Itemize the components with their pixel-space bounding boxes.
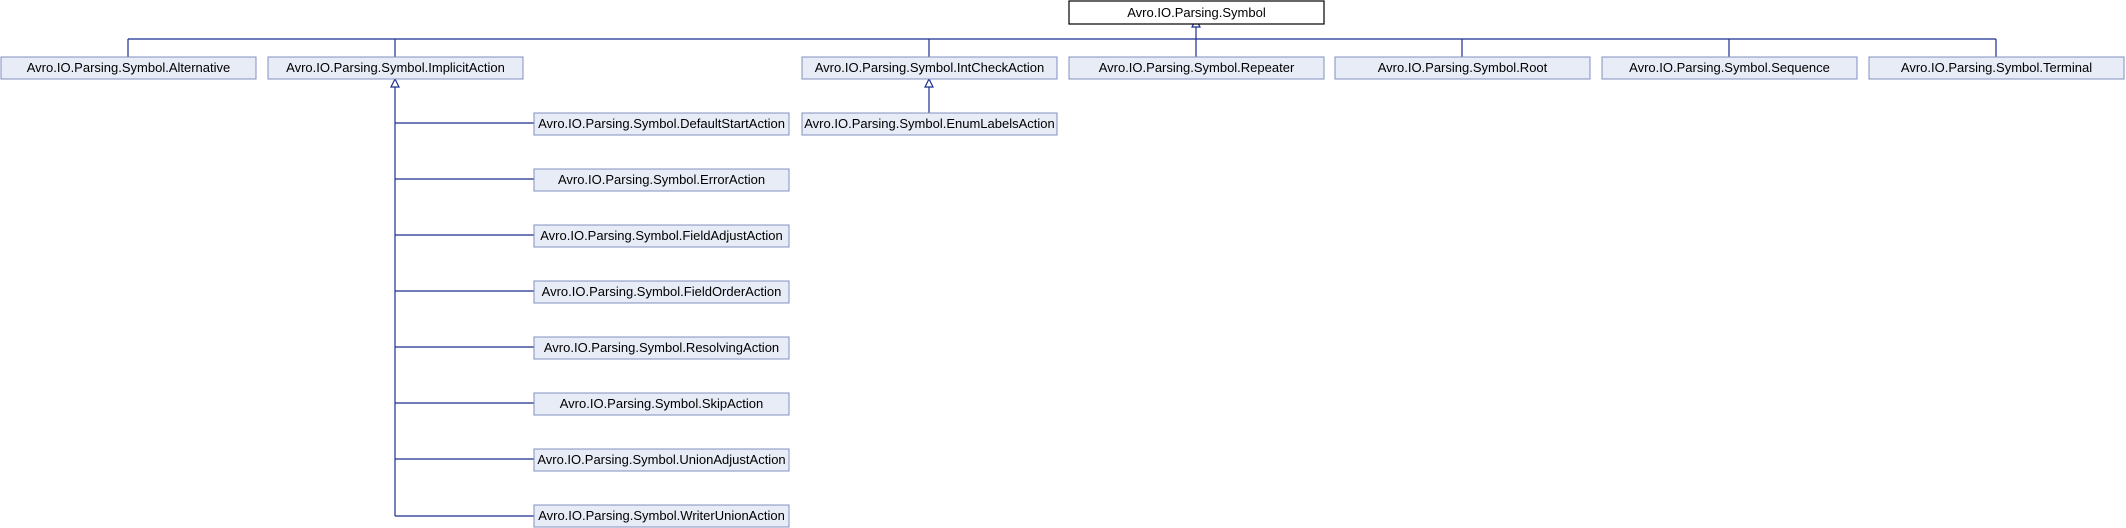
node-symbol[interactable]: Avro.IO.Parsing.Symbol	[1068, 0, 1325, 25]
node-default-start-action[interactable]: Avro.IO.Parsing.Symbol.DefaultStartActio…	[533, 112, 790, 136]
node-skip-action[interactable]: Avro.IO.Parsing.Symbol.SkipAction	[533, 392, 790, 416]
node-union-adjust-action-label: Avro.IO.Parsing.Symbol.UnionAdjustAction	[537, 452, 785, 467]
node-alternative[interactable]: Avro.IO.Parsing.Symbol.Alternative	[0, 56, 257, 80]
node-error-action[interactable]: Avro.IO.Parsing.Symbol.ErrorAction	[533, 168, 790, 192]
inheritance-edges	[127, 17, 1997, 517]
edge-root-bus	[128, 24, 1996, 40]
node-enum-labels-action-label: Avro.IO.Parsing.Symbol.EnumLabelsAction	[804, 116, 1055, 131]
node-root-label: Avro.IO.Parsing.Symbol.Root	[1378, 60, 1548, 75]
node-root[interactable]: Avro.IO.Parsing.Symbol.Root	[1334, 56, 1591, 80]
node-int-check-action-label: Avro.IO.Parsing.Symbol.IntCheckAction	[815, 60, 1045, 75]
node-terminal-label: Avro.IO.Parsing.Symbol.Terminal	[1901, 60, 2092, 75]
node-resolving-action-label: Avro.IO.Parsing.Symbol.ResolvingAction	[544, 340, 779, 355]
node-resolving-action[interactable]: Avro.IO.Parsing.Symbol.ResolvingAction	[533, 336, 790, 360]
node-field-adjust-action[interactable]: Avro.IO.Parsing.Symbol.FieldAdjustAction	[533, 224, 790, 248]
node-union-adjust-action[interactable]: Avro.IO.Parsing.Symbol.UnionAdjustAction	[533, 448, 790, 472]
node-error-action-label: Avro.IO.Parsing.Symbol.ErrorAction	[558, 172, 765, 187]
node-sequence-label: Avro.IO.Parsing.Symbol.Sequence	[1629, 60, 1830, 75]
node-terminal[interactable]: Avro.IO.Parsing.Symbol.Terminal	[1868, 56, 2125, 80]
node-field-order-action[interactable]: Avro.IO.Parsing.Symbol.FieldOrderAction	[533, 280, 790, 304]
arrowhead-int-check-action	[924, 77, 934, 88]
node-alternative-label: Avro.IO.Parsing.Symbol.Alternative	[27, 60, 231, 75]
node-skip-action-label: Avro.IO.Parsing.Symbol.SkipAction	[560, 396, 764, 411]
node-repeater-label: Avro.IO.Parsing.Symbol.Repeater	[1099, 60, 1295, 75]
node-writer-union-action[interactable]: Avro.IO.Parsing.Symbol.WriterUnionAction	[533, 504, 790, 528]
node-implicit-action[interactable]: Avro.IO.Parsing.Symbol.ImplicitAction	[267, 56, 524, 80]
node-repeater[interactable]: Avro.IO.Parsing.Symbol.Repeater	[1068, 56, 1325, 80]
node-symbol-label: Avro.IO.Parsing.Symbol	[1127, 5, 1266, 20]
node-implicit-action-label: Avro.IO.Parsing.Symbol.ImplicitAction	[286, 60, 505, 75]
node-default-start-action-label: Avro.IO.Parsing.Symbol.DefaultStartActio…	[538, 116, 785, 131]
node-enum-labels-action[interactable]: Avro.IO.Parsing.Symbol.EnumLabelsAction	[801, 112, 1058, 136]
node-int-check-action[interactable]: Avro.IO.Parsing.Symbol.IntCheckAction	[801, 56, 1058, 80]
arrowhead-implicit-action	[390, 77, 400, 88]
node-sequence[interactable]: Avro.IO.Parsing.Symbol.Sequence	[1601, 56, 1858, 80]
node-writer-union-action-label: Avro.IO.Parsing.Symbol.WriterUnionAction	[538, 508, 785, 523]
node-field-order-action-label: Avro.IO.Parsing.Symbol.FieldOrderAction	[542, 284, 782, 299]
node-field-adjust-action-label: Avro.IO.Parsing.Symbol.FieldAdjustAction	[540, 228, 783, 243]
